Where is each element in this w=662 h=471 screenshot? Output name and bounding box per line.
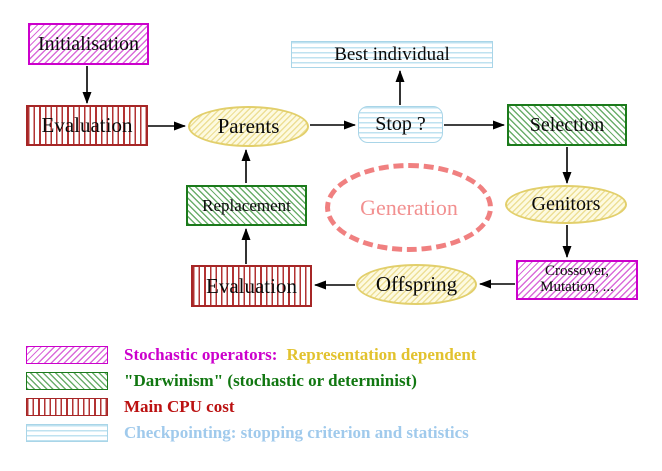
legend-item-darwinism: "Darwinism" (stochastic or determinist)	[26, 371, 417, 391]
legend-item-stochastic-operators: Stochastic operators: Representation depe…	[26, 345, 476, 365]
node-evaluation-top: Evaluation	[26, 105, 148, 146]
node-selection: Selection	[507, 104, 627, 146]
node-initialisation: Initialisation	[28, 23, 149, 65]
legend-label-stochastic-operators: Stochastic operators: Representation depe…	[124, 345, 476, 365]
node-genitors: Genitors	[505, 185, 627, 224]
legend-text-darwinism: "Darwinism" (stochastic or determinist)	[124, 371, 417, 390]
legend-item-main-cpu-cost: Main CPU cost	[26, 397, 234, 417]
node-replacement: Replacement	[186, 185, 307, 226]
legend-text-main-cpu-cost: Main CPU cost	[124, 397, 235, 416]
node-evaluation-bottom: Evaluation	[191, 265, 312, 307]
node-generation-cycle: Generation	[325, 163, 493, 252]
node-stop: Stop ?	[358, 106, 443, 143]
node-best-individual: Best individual	[291, 41, 493, 68]
crossover-line2: Mutation, ...	[540, 279, 614, 295]
legend-swatch-green-hatch	[26, 372, 108, 390]
legend-item-checkpointing: Checkpointing: stopping criterion and st…	[26, 423, 469, 443]
legend-swatch-cyan-stripes	[26, 424, 108, 442]
legend-swatch-red-stripes	[26, 398, 108, 416]
legend-swatch-magenta-hatch	[26, 346, 108, 364]
legend-text-checkpointing: Checkpointing: stopping criterion and st…	[124, 423, 469, 442]
legend-text-stochastic: Stochastic operators:	[124, 345, 278, 364]
node-crossover-mutation: Crossover, Mutation, ...	[516, 260, 638, 300]
crossover-line1: Crossover,	[545, 263, 609, 280]
legend-text-representation-dependent: Representation dependent	[286, 345, 477, 364]
node-offspring: Offspring	[356, 264, 477, 305]
node-parents: Parents	[188, 106, 309, 147]
